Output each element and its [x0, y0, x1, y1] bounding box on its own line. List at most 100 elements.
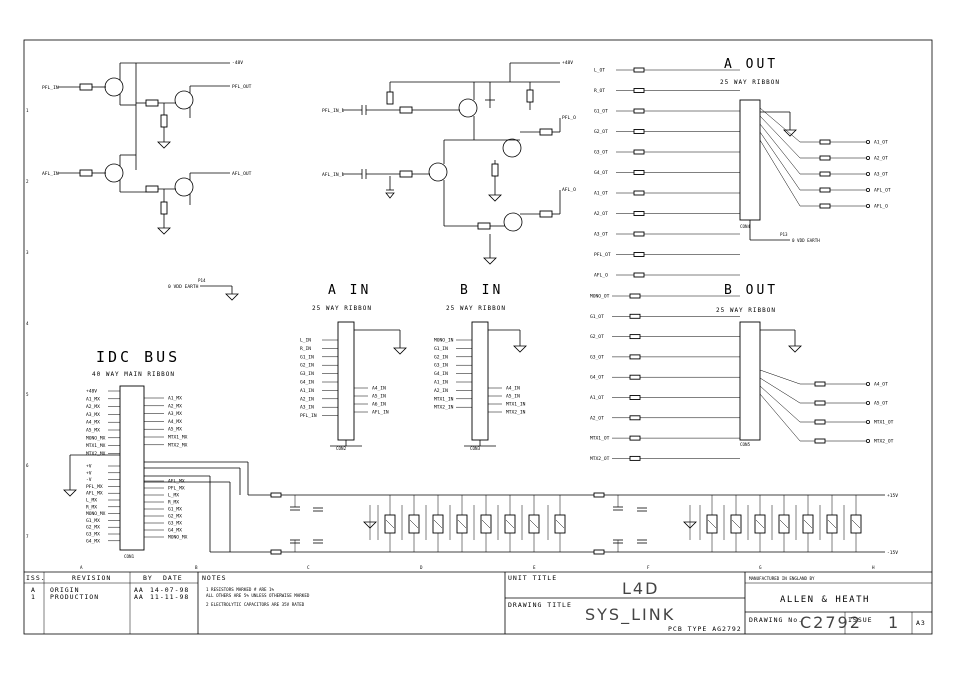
signal-label: G1_IN	[434, 346, 448, 352]
signal-label: A1_MX	[168, 396, 182, 402]
signal-label: A1_OT	[594, 191, 608, 197]
manufacturer-label: MANUFACTURED IN ENGLAND BY	[749, 576, 815, 581]
signal-label: AFL_MX	[86, 491, 103, 497]
signal-label: G1_OT	[594, 109, 608, 115]
signal-label: MTX2_MX	[168, 442, 188, 448]
signal-label: G1_MX	[168, 507, 182, 513]
signal-label: G1_OT	[590, 314, 604, 320]
drawing-no: C2792	[800, 613, 862, 632]
signal-label: A3_IN	[300, 405, 314, 411]
net-label: AFL_OUT	[232, 171, 252, 177]
signal-label: A2_MX	[168, 403, 182, 409]
net-label: PFL_IN	[42, 85, 59, 91]
signal-label: A1_OT	[590, 395, 604, 401]
grid-row-label: 3	[26, 250, 29, 255]
section-subtitle: 25 WAY RIBBON	[446, 305, 506, 312]
rev-by: AA	[134, 586, 144, 594]
idc-bus-section: IDC BUS 40 WAY MAIN RIBBON CON1 +48VA1_M…	[63, 348, 248, 559]
signal-label: A5_IN	[506, 394, 520, 400]
resistor	[629, 334, 641, 340]
notes-header: NOTES	[202, 574, 227, 582]
signal-label: MONO_MX	[86, 511, 106, 517]
resistor	[629, 415, 641, 421]
wire	[759, 393, 801, 442]
resistor	[629, 374, 641, 380]
unit-title-label: UNIT TITLE	[508, 574, 557, 582]
signal-label: +V	[86, 464, 92, 470]
power-rails: +15V -15V	[144, 462, 898, 556]
signal-label: G4_IN	[434, 371, 448, 377]
connector-ref: CON1	[124, 554, 135, 559]
signal-label: L_MX	[168, 493, 179, 499]
signal-label: MONO_OT	[590, 294, 610, 300]
connector-ref: CON3	[470, 446, 481, 451]
signal-label: G1_MX	[86, 518, 100, 524]
signal-label: MTX1_IN	[506, 402, 526, 408]
grid-col-label: F	[647, 565, 650, 570]
resistor	[633, 211, 645, 216]
signal-label: A1_MX	[86, 396, 100, 402]
ref-label: P14	[198, 278, 206, 283]
signal-label: G3_IN	[434, 363, 448, 369]
resistor	[819, 187, 831, 193]
wire	[529, 519, 539, 529]
section-title: A IN	[328, 283, 371, 298]
resistor	[629, 293, 641, 299]
resistor	[633, 190, 645, 196]
terminal	[866, 381, 871, 386]
grid-row-label: 5	[26, 392, 29, 397]
signal-label: A4_MX	[86, 420, 100, 426]
pfl-afl-switch-circuit: -48V PFL_IN PFL_OUT AFL_IN	[42, 60, 252, 301]
grid-col-label: B	[195, 565, 198, 570]
resistor	[270, 492, 282, 498]
grid-row-markers: 1 2 3 4 5 6 7	[26, 108, 29, 539]
signal-label: PFL_MX	[168, 486, 185, 492]
signal-label: MTX2_OT	[874, 439, 894, 445]
resistor	[814, 419, 826, 425]
connector-ref: CON4	[740, 224, 751, 229]
signal-label: A2_IN	[434, 388, 448, 394]
ref-label: P13	[780, 232, 788, 237]
a-in-connector	[337, 321, 355, 441]
signal-label: A2_OT	[590, 415, 604, 421]
signal-label: A2_OT	[874, 156, 888, 162]
resistor	[593, 549, 605, 555]
grid-col-label: C	[307, 565, 310, 570]
terminal	[866, 187, 871, 192]
wire	[505, 519, 515, 529]
revision-header: REVISION	[72, 574, 111, 582]
rail-label: -15V	[887, 550, 898, 556]
net-label: 0 VDD EARTH	[168, 284, 199, 290]
a-out-section: A OUT 25 WAY RIBBON CON4 L_OTR_OTG1_OTG2…	[594, 57, 891, 279]
rev-iss: A	[31, 586, 36, 594]
signal-label: +48V	[86, 389, 97, 395]
grid-row-label: 2	[26, 179, 29, 184]
a-out-connector	[739, 99, 761, 221]
signal-label: G4_OT	[594, 170, 608, 176]
net-label: AFL_IN_1	[322, 172, 344, 178]
resistor	[629, 395, 641, 400]
resistor	[814, 400, 826, 406]
b-out-section: B OUT 25 WAY RIBBON CON5 MONO_OTG1_OTG2_…	[590, 283, 894, 462]
issue-label: ISSUE	[848, 616, 873, 624]
drawing-no-label: DRAWING No.	[749, 616, 803, 624]
signal-label: G3_MX	[86, 532, 100, 538]
net-label: PFL_IN_1	[322, 108, 344, 114]
signal-label: G2_IN	[300, 363, 314, 369]
rev-desc: PRODUCTION	[50, 593, 99, 601]
signal-label: A6_IN	[372, 402, 386, 408]
signal-label: MONO_IN	[434, 338, 454, 344]
drawing-title-label: DRAWING TITLE	[508, 601, 572, 609]
pcb-type: PCB TYPE AG2792	[668, 625, 742, 633]
signal-label: MONO_MX	[168, 535, 188, 541]
signal-label: +V	[86, 470, 92, 476]
sheet-border	[23, 39, 933, 635]
net-label: 0 VDD EARTH	[792, 238, 820, 243]
section-subtitle: 25 WAY RIBBON	[312, 305, 372, 312]
signal-label: L_MX	[86, 498, 97, 504]
signal-label: PFL_OT	[594, 252, 611, 258]
section-title: B IN	[460, 283, 503, 298]
signal-label: A1_OT	[874, 140, 888, 146]
resistor	[633, 67, 645, 73]
